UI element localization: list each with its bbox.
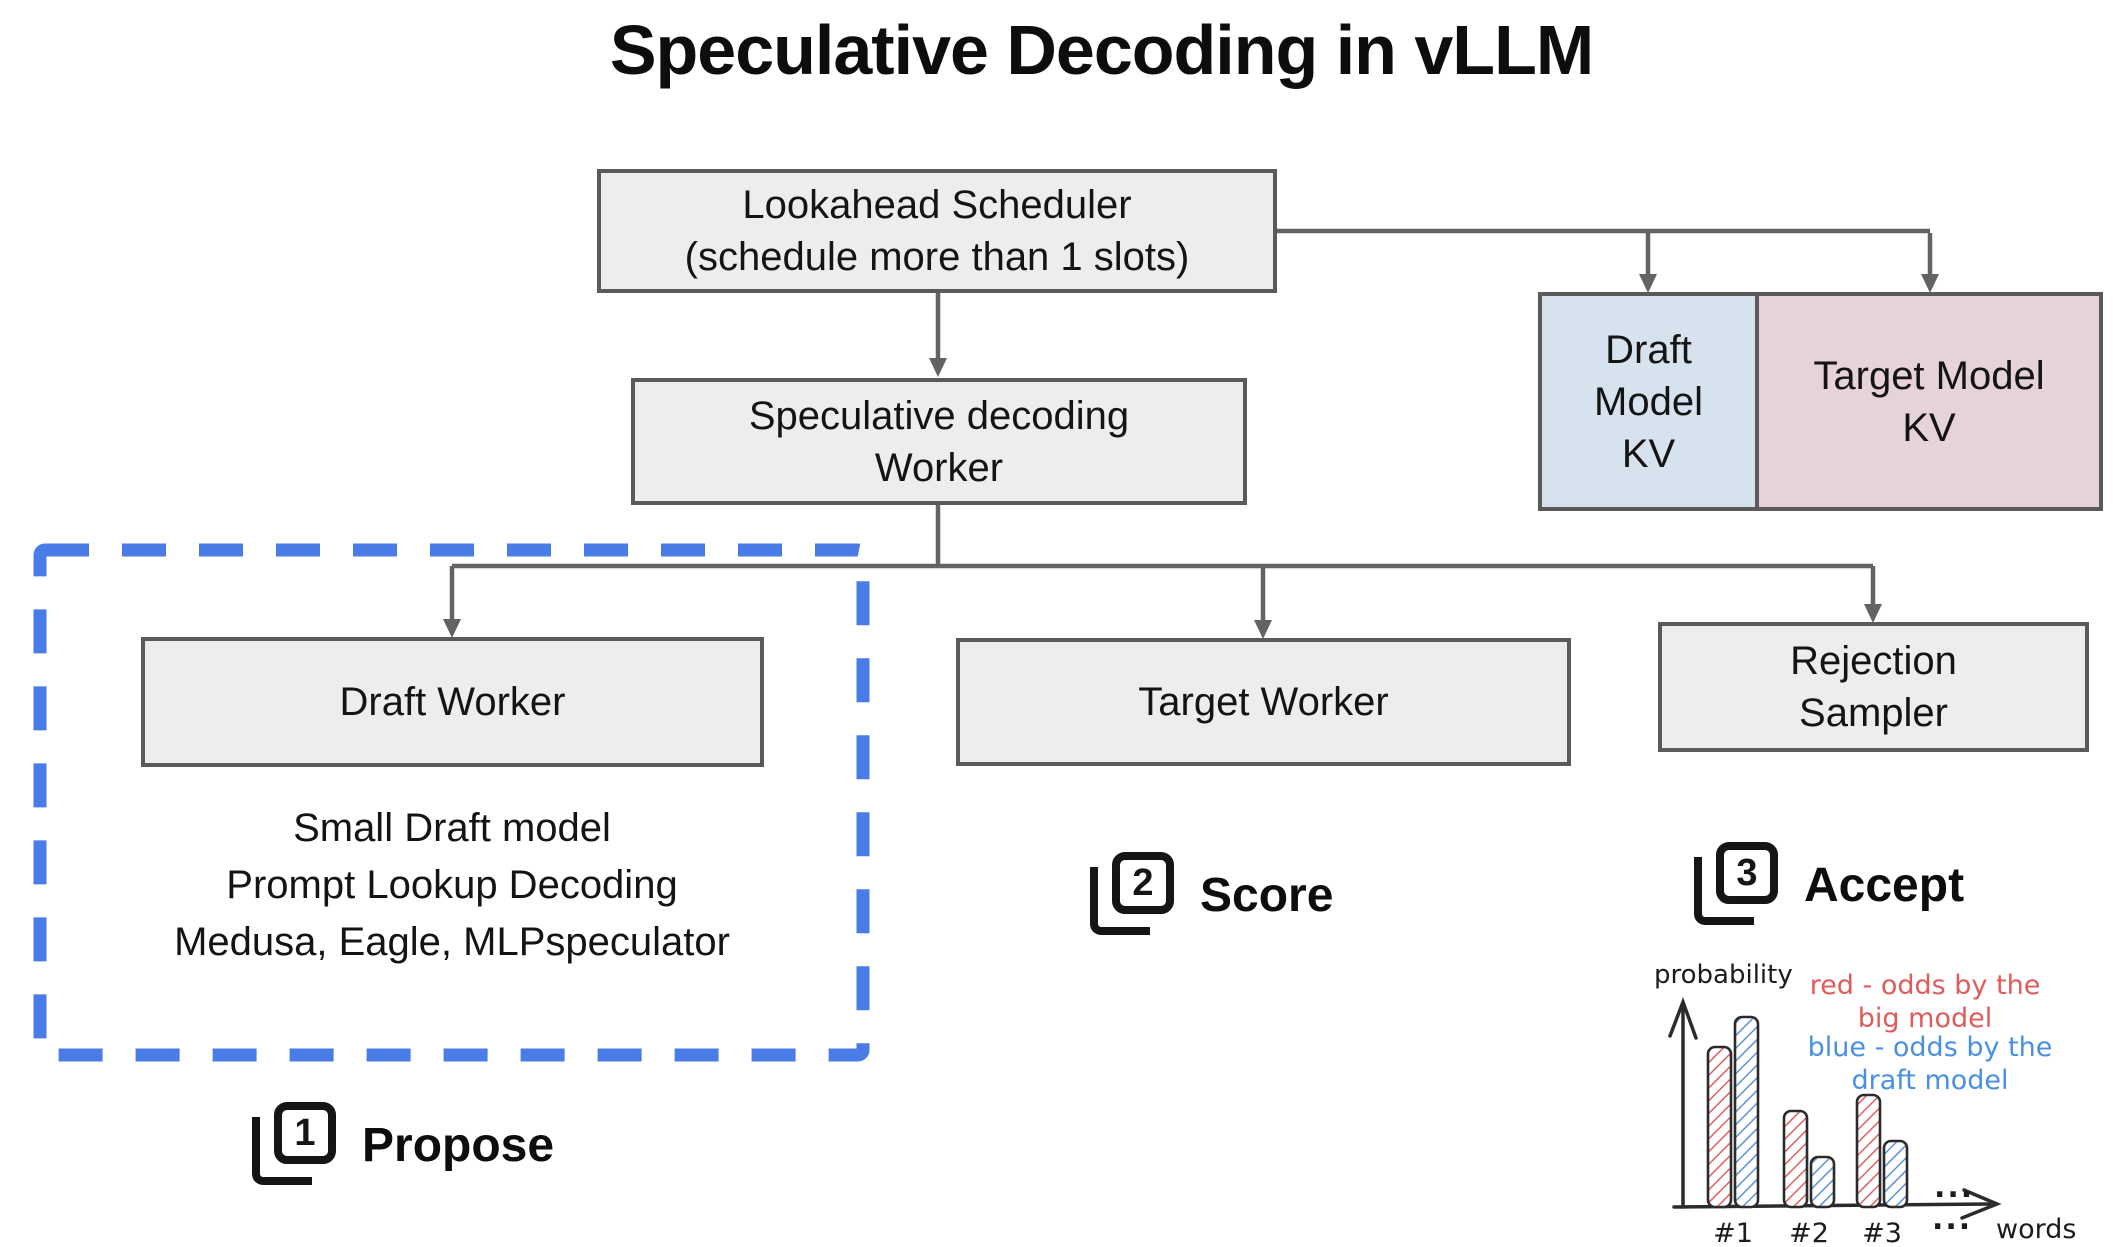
node-speculative-decoding-worker: Speculative decoding Worker [631,378,1247,505]
chart-red-legend-note: red - odds by the big model [1809,970,2041,1034]
x-tick-#1: #1 [1713,1218,1753,1247]
chart-x-axis-label: words [1996,1214,2077,1245]
x-tick-#2: #2 [1789,1218,1829,1247]
filter-icon-front-sheet: 3 [1716,842,1778,904]
big-model-bar-#3 [1855,1093,1882,1209]
step-score: 2 Score [1090,852,1333,938]
filter-3-icon: 3 [1694,842,1778,928]
step-propose: 1 Propose [252,1102,554,1188]
probability-bar-chart: probability red - odds by the big model … [1640,952,2113,1247]
chart-y-axis-label: probability [1654,960,1793,990]
node-draft-model-kv: Draft Model KV [1538,292,1759,511]
step-propose-label: Propose [362,1118,555,1172]
x-tick-#3: #3 [1862,1218,1902,1247]
y-axis-arrowhead [1668,996,1698,1040]
chart-blue-legend-note: blue - odds by the draft model [1807,1032,2053,1096]
chart-bars [1706,1015,1909,1209]
node-target-model-kv: Target Model KV [1755,292,2103,511]
node-target-worker: Target Worker [956,638,1571,766]
step-accept-label: Accept [1804,858,1965,912]
connector-lookahead-to-kv [1277,228,1933,274]
page-title: Speculative Decoding in vLLM [609,11,1594,89]
node-draft-worker: Draft Worker [141,637,764,767]
node-lookahead-scheduler: Lookahead Scheduler (schedule more than … [597,169,1277,293]
chart-ellipsis-bottom: ... [1932,1202,1973,1237]
draft-model-bar-#2 [1809,1155,1836,1209]
node-rejection-sampler: Rejection Sampler [1658,622,2089,752]
draft-model-bar-#3 [1882,1139,1909,1209]
filter-2-icon: 2 [1090,852,1174,938]
step-score-label: Score [1200,868,1334,922]
filter-1-icon: 1 [252,1102,336,1188]
draft-methods-text: Small Draft model Prompt Lookup Decoding… [174,806,730,964]
filter-icon-front-sheet: 1 [274,1102,336,1164]
step-accept: 3 Accept [1694,842,1964,928]
chart-plot-area: #1 #2 #3 [1668,996,2002,1247]
chart-x-ticks: #1 #2 #3 [1713,1218,1902,1247]
filter-icon-front-sheet: 2 [1112,852,1174,914]
connector-specworker-to-children [449,505,1876,620]
big-model-bar-#2 [1782,1109,1809,1209]
filter-icon-back-sheet [1694,857,1754,925]
draft-model-bar-#1 [1733,1015,1760,1209]
chart-ellipsis-top: ... [1934,1170,1975,1205]
big-model-bar-#1 [1706,1045,1733,1209]
x-axis-arrowhead [1960,1188,2002,1220]
filter-icon-back-sheet [252,1117,312,1185]
filter-icon-back-sheet [1090,867,1150,935]
